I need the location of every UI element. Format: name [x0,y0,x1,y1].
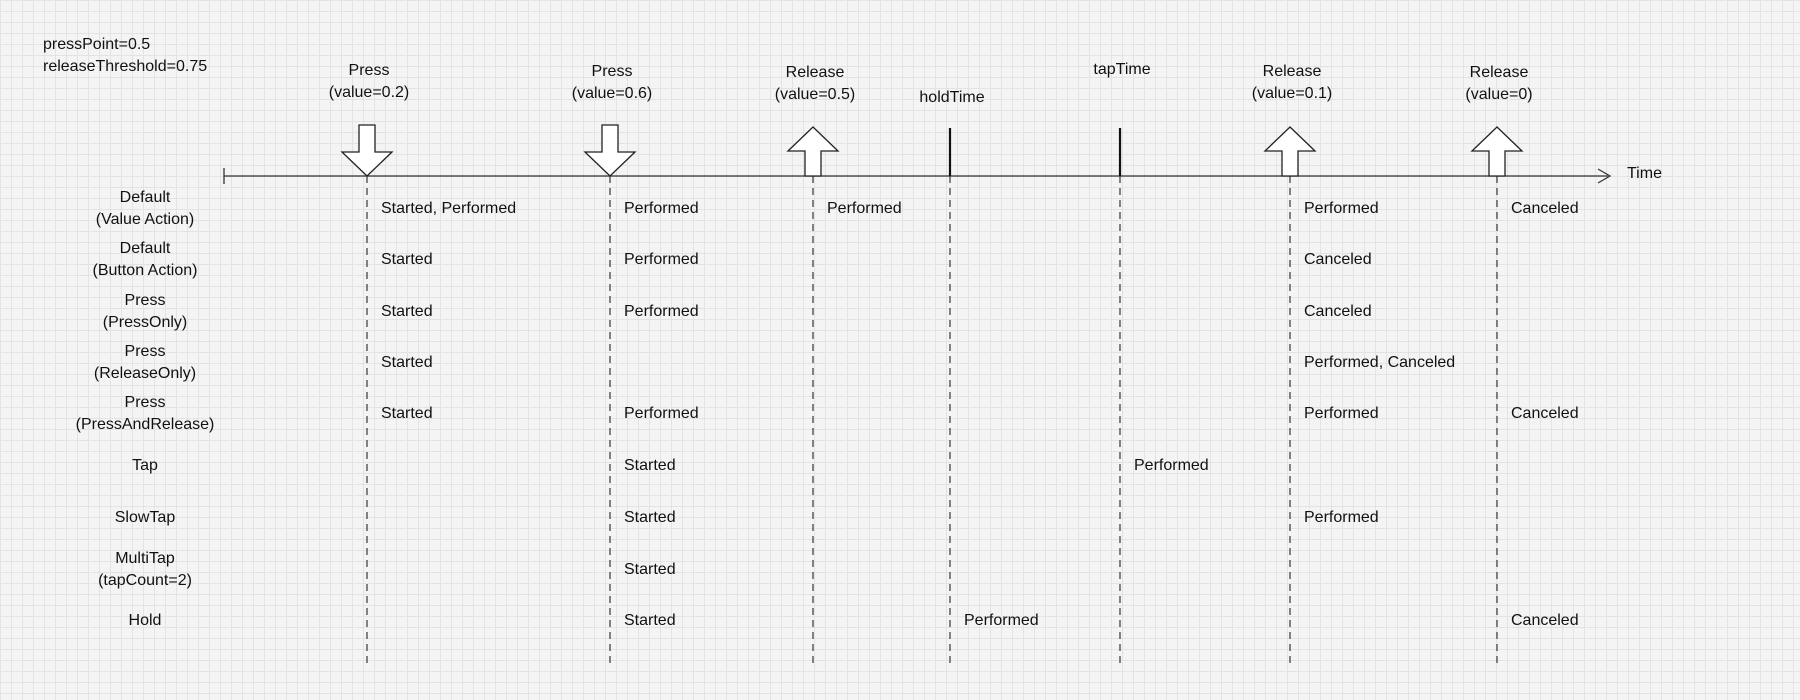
row-cell: Canceled [1511,612,1579,629]
event-label-3: holdTime [919,89,985,106]
press-arrow-down-icon [583,124,637,177]
row-cell: Performed [827,200,902,217]
press-point-param: pressPoint=0.5 [43,36,151,53]
time-axis-label: Time [1627,165,1662,182]
release-arrow-up-icon [1470,126,1524,177]
row-cell: Started [381,251,433,268]
row-cell: Performed [964,612,1039,629]
row-label: Press (ReleaseOnly) [93,343,197,382]
row-cell: Performed, Canceled [1304,354,1456,371]
row-cell: Performed [1134,457,1209,474]
row-cell: Started [624,612,676,629]
event-label-0: Press (value=0.2) [328,62,410,101]
row-label: Tap [132,457,158,474]
row-label: Press (PressAndRelease) [75,394,215,433]
row-cell: Performed [624,405,699,422]
release-arrow-up-icon [1263,126,1317,177]
event-label-2: Release (value=0.5) [774,64,856,103]
press-arrow-down-icon [340,124,394,177]
time-axis-arrow-head [1597,168,1612,184]
row-cell: Performed [1304,200,1379,217]
event-label-1: Press (value=0.6) [571,63,653,102]
row-cell: Started [624,561,676,578]
row-cell: Canceled [1511,405,1579,422]
row-cell: Performed [624,251,699,268]
row-label: Press (PressOnly) [102,292,188,331]
event-label-6: Release (value=0) [1465,64,1533,103]
row-cell: Canceled [1304,303,1372,320]
row-cell: Started [381,405,433,422]
row-cell: Canceled [1511,200,1579,217]
row-cell: Started [624,509,676,526]
row-cell: Performed [1304,405,1379,422]
event-label-4: tapTime [1093,61,1151,78]
row-cell: Started [381,303,433,320]
row-cell: Started [624,457,676,474]
row-label: Default (Value Action) [95,189,195,228]
event-label-5: Release (value=0.1) [1251,63,1333,102]
row-label: SlowTap [114,509,176,526]
row-cell: Performed [624,200,699,217]
row-cell: Started [381,354,433,371]
row-label: MultiTap (tapCount=2) [98,550,192,589]
row-cell: Performed [624,303,699,320]
params-block: pressPoint=0.5 releaseThreshold=0.75 [43,34,207,78]
row-label: Default (Button Action) [92,240,198,279]
row-cell: Performed [1304,509,1379,526]
release-arrow-up-icon [786,126,840,177]
release-threshold-param: releaseThreshold=0.75 [43,58,208,75]
row-cell: Canceled [1304,251,1372,268]
row-label: Hold [128,612,162,629]
row-cell: Started, Performed [381,200,517,217]
